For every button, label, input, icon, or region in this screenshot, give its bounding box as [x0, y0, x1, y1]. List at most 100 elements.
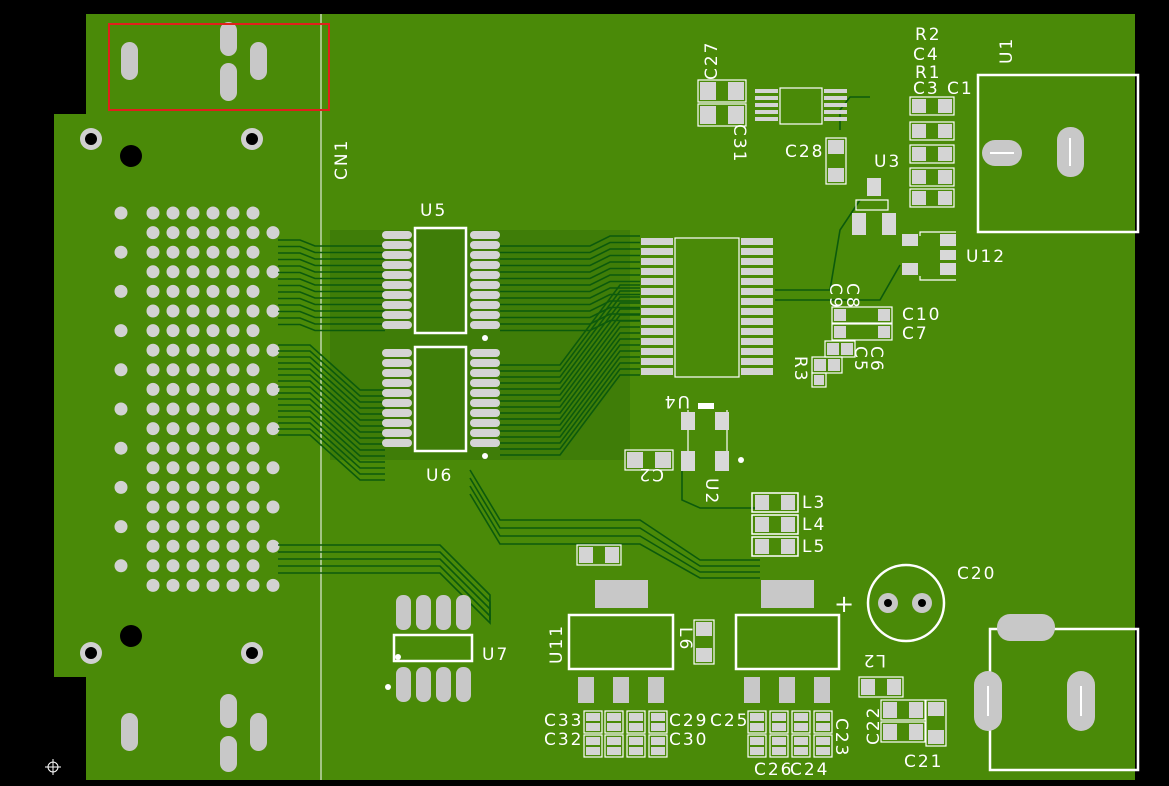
cn1-pin	[166, 441, 180, 455]
cn1-pin	[146, 578, 160, 592]
cn1-pin	[246, 206, 260, 220]
cn1-pin	[226, 480, 240, 494]
cn1-pin	[226, 500, 240, 514]
cn1-pin	[226, 265, 240, 279]
cn1-pin	[146, 284, 160, 298]
cn1-pin	[186, 363, 200, 377]
cn1-pin	[166, 422, 180, 436]
label-c5: C5	[850, 346, 870, 373]
cn1-pin	[226, 578, 240, 592]
cn1-pin	[114, 363, 128, 377]
label-r1: R1	[915, 63, 942, 83]
label-c25: C25	[710, 711, 750, 731]
cn1-pin	[114, 206, 128, 220]
label-c27: C27	[702, 40, 722, 80]
label-l4: L4	[802, 515, 826, 535]
cn1-pin	[146, 559, 160, 573]
selection-highlight-box[interactable]	[108, 23, 330, 111]
label-c26: C26	[754, 760, 794, 780]
cn1-pin	[226, 402, 240, 416]
cn1-pin	[246, 226, 260, 240]
cn1-pin	[166, 382, 180, 396]
u2-chip[interactable]	[681, 403, 744, 471]
label-plus: +	[834, 590, 856, 618]
cn1-pin	[186, 245, 200, 259]
cn1-pin	[186, 441, 200, 455]
cn1-pin	[206, 343, 220, 357]
inductors-l3-l4-l5[interactable]	[751, 492, 799, 557]
label-c31: C31	[729, 124, 749, 164]
cn1-pin	[206, 284, 220, 298]
label-c21: C21	[904, 752, 944, 772]
u1-connector[interactable]	[976, 73, 1140, 234]
origin-marker-icon	[45, 759, 61, 775]
u5-chip[interactable]	[382, 226, 500, 341]
label-c8: C8	[842, 283, 862, 310]
cn1-pin	[166, 559, 180, 573]
cn1-pin	[186, 578, 200, 592]
cn1-pin	[114, 324, 128, 338]
cn1-pin	[186, 226, 200, 240]
cn1-pin	[186, 539, 200, 553]
label-c30: C30	[669, 730, 709, 750]
cn1-pin	[166, 343, 180, 357]
label-c24: C24	[790, 760, 830, 780]
u7-chip[interactable]	[385, 595, 474, 702]
cn1-pin-array	[114, 206, 280, 592]
cn1-pin	[166, 206, 180, 220]
u3-region-chip[interactable]	[755, 87, 847, 125]
label-l2: L2	[862, 650, 886, 670]
u12-chip[interactable]	[902, 231, 956, 281]
cn1-pin	[246, 441, 260, 455]
label-c9: C9	[825, 283, 845, 310]
signal-traces	[278, 96, 901, 625]
label-c28: C28	[785, 142, 825, 162]
cn1-pin	[146, 382, 160, 396]
label-l6: L6	[675, 627, 695, 651]
cn1-pin	[246, 343, 260, 357]
label-c4: C4	[913, 45, 940, 65]
cn1-pin	[226, 304, 240, 318]
label-u4: U4	[663, 391, 690, 411]
cn1-pin	[146, 324, 160, 338]
cn1-pin	[206, 206, 220, 220]
cn1-pin	[226, 206, 240, 220]
cn1-pin	[186, 324, 200, 338]
cn1-pin	[166, 402, 180, 416]
cn1-pin	[266, 343, 280, 357]
cn1-pin	[186, 265, 200, 279]
cn1-pin	[246, 480, 260, 494]
cn1-pin	[246, 265, 260, 279]
label-u12: U12	[966, 247, 1006, 267]
cn1-pin	[206, 265, 220, 279]
cn1-pin	[226, 324, 240, 338]
u9-regulator[interactable]	[734, 580, 841, 703]
label-r2: R2	[915, 25, 942, 45]
cn1-pin	[166, 363, 180, 377]
u6-chip[interactable]	[382, 345, 500, 459]
power-jack-connector[interactable]	[974, 614, 1140, 772]
cn1-pin	[266, 304, 280, 318]
c20-capacitor[interactable]	[866, 563, 946, 643]
cn1-pin	[226, 363, 240, 377]
label-c3: C3	[913, 79, 940, 99]
cn1-pin	[206, 324, 220, 338]
cn1-pin	[114, 520, 128, 534]
cn1-pin	[146, 363, 160, 377]
cn1-pin	[246, 382, 260, 396]
cn1-pin	[166, 284, 180, 298]
cn1-pin	[146, 206, 160, 220]
u11-regulator[interactable]	[567, 580, 675, 703]
cn1-pin	[226, 422, 240, 436]
label-r3: R3	[790, 356, 810, 383]
u3-regulator[interactable]	[852, 178, 896, 235]
cn1-pin	[114, 559, 128, 573]
label-c6: C6	[866, 346, 886, 373]
u4-chip[interactable]	[641, 237, 773, 378]
cn1-pin	[166, 245, 180, 259]
label-u2: U2	[701, 478, 721, 505]
cn1-pin	[246, 363, 260, 377]
cn1-pin	[166, 304, 180, 318]
